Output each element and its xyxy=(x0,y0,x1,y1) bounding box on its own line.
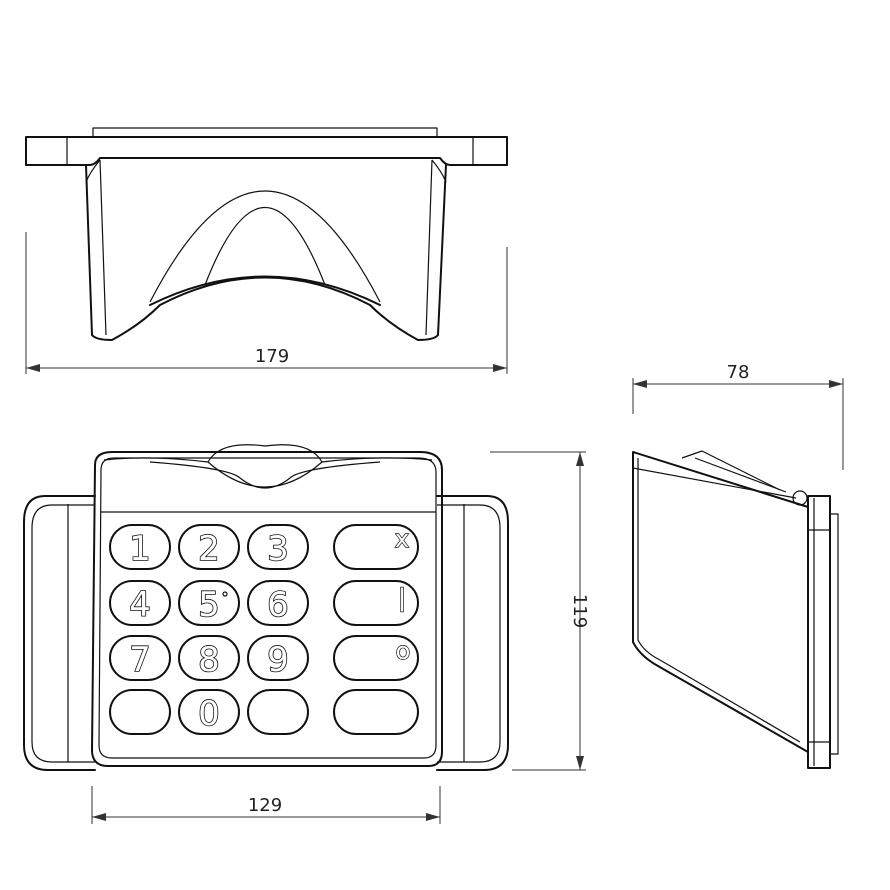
top-card-slot xyxy=(149,275,381,306)
key-function-blank[interactable] xyxy=(333,689,419,735)
front-flange-right-inner xyxy=(437,504,501,763)
top-body-inner-left xyxy=(99,159,107,336)
key-1[interactable] xyxy=(109,524,171,570)
dimension-front-height: 119 xyxy=(490,451,590,771)
front-body-outline xyxy=(91,451,443,767)
top-rail xyxy=(92,127,438,138)
front-top-bump xyxy=(103,444,433,463)
side-top-cap-inner xyxy=(694,457,787,493)
top-arch-inner xyxy=(204,207,326,286)
front-card-opening xyxy=(149,461,381,489)
key-9-label: 9 xyxy=(267,640,289,680)
key-cancel[interactable] xyxy=(333,524,419,570)
key-0[interactable] xyxy=(178,689,240,735)
key-clear[interactable] xyxy=(333,580,419,626)
top-view xyxy=(25,127,508,341)
key-4[interactable] xyxy=(109,580,171,626)
side-rear-flange xyxy=(807,495,831,769)
key-1-label: 1 xyxy=(129,529,151,569)
top-arch-outer xyxy=(149,190,381,303)
key-2-label: 2 xyxy=(198,529,220,569)
key-7[interactable] xyxy=(109,635,171,681)
key-2[interactable] xyxy=(178,524,240,570)
key-blank-left[interactable] xyxy=(109,689,171,735)
side-body-outline xyxy=(632,451,809,753)
front-flange-right xyxy=(436,495,509,771)
key-3[interactable] xyxy=(247,524,309,570)
key-6[interactable] xyxy=(247,580,309,626)
dimension-top-width: 179 xyxy=(25,232,508,374)
side-rear-rail xyxy=(829,513,839,755)
front-view xyxy=(23,444,509,771)
front-body-inner xyxy=(98,457,437,759)
key-8[interactable] xyxy=(178,635,240,681)
side-body-inner xyxy=(637,458,801,743)
dim-label-129: 129 xyxy=(248,795,282,816)
front-card-opening-curve xyxy=(207,461,323,488)
top-fillet-left xyxy=(85,159,101,183)
top-flange xyxy=(25,136,508,166)
side-top-cap xyxy=(681,450,781,491)
key-enter-symbol: o xyxy=(396,637,411,665)
key-blank-right[interactable] xyxy=(247,689,309,735)
key-5-tactile-dot xyxy=(222,591,228,597)
dimension-side-depth: 78 xyxy=(632,362,844,470)
dim-label-179: 179 xyxy=(255,346,289,367)
keypad: 1 2 3 4 5 6 7 8 9 0 x | o xyxy=(109,524,419,735)
key-4-label: 4 xyxy=(129,585,151,625)
key-5[interactable] xyxy=(178,580,240,626)
top-fillet-right xyxy=(431,159,447,183)
key-8-label: 8 xyxy=(198,640,220,680)
key-5-label: 5 xyxy=(198,585,220,625)
key-enter[interactable] xyxy=(333,635,419,681)
key-6-label: 6 xyxy=(267,585,289,625)
dim-label-78: 78 xyxy=(727,362,750,383)
side-top-edge xyxy=(632,467,797,499)
key-clear-symbol: | xyxy=(398,584,406,612)
dim-label-119: 119 xyxy=(569,594,590,628)
key-3-label: 3 xyxy=(267,529,289,569)
side-view xyxy=(632,450,839,769)
dimension-front-width: 129 xyxy=(91,786,441,824)
key-7-label: 7 xyxy=(129,640,151,680)
front-flange-left-inner xyxy=(31,504,95,763)
key-9[interactable] xyxy=(247,635,309,681)
key-cancel-symbol: x xyxy=(395,525,409,553)
key-0-label: 0 xyxy=(198,694,220,734)
top-body-inner-right xyxy=(425,159,433,336)
front-flange-left xyxy=(23,495,96,771)
